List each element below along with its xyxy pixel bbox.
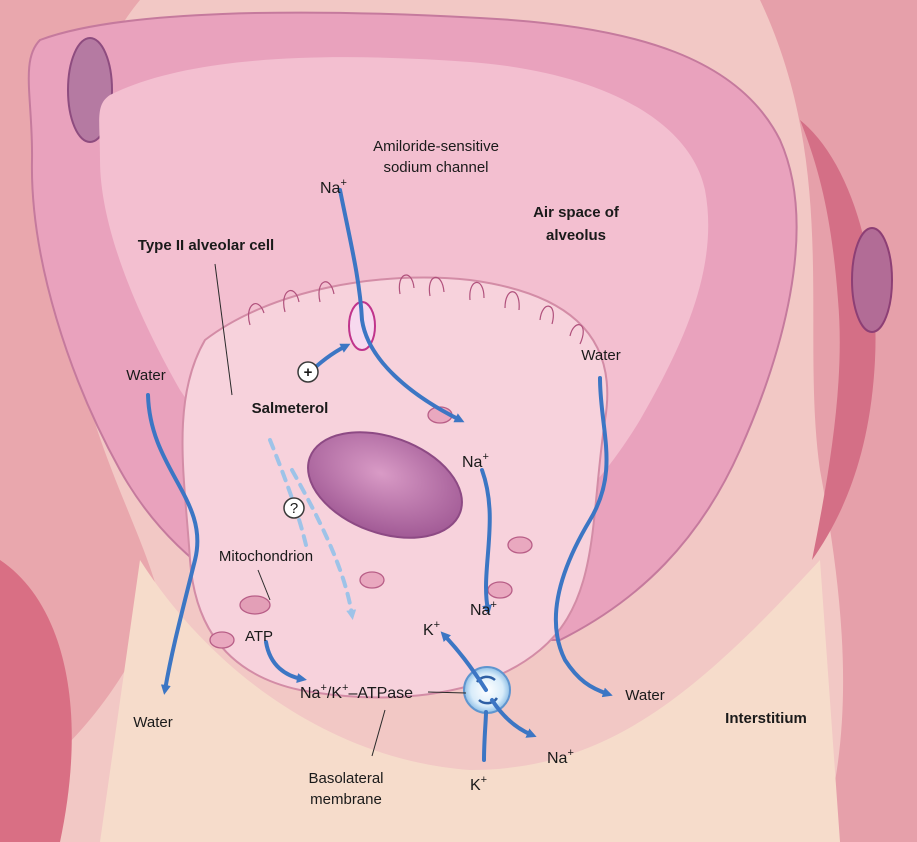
atp-label: ATP	[245, 628, 273, 645]
organelle	[488, 582, 512, 598]
air-space-label-line1: Air space of	[533, 204, 620, 221]
air-space-label-line2: alveolus	[546, 227, 606, 244]
organelle	[508, 537, 532, 553]
interstitium-label: Interstitium	[725, 710, 807, 727]
stimulation-plus-symbol: +	[304, 364, 313, 381]
basolateral-label-line1: Basolateral	[308, 770, 383, 787]
type2-cell-label: Type II alveolar cell	[138, 237, 274, 254]
basolateral-label-line2: membrane	[310, 791, 382, 808]
salmeterol-label: Salmeterol	[252, 400, 329, 417]
water-label-bottom-right: Water	[625, 687, 664, 704]
amiloride-channel-label-line2: sodium channel	[383, 159, 488, 176]
organelle	[210, 632, 234, 648]
water-label-bottom-left: Water	[133, 714, 172, 731]
water-label-left: Water	[126, 367, 165, 384]
right-cell-nucleus	[852, 228, 892, 332]
mitochondrion	[240, 596, 270, 614]
unknown-mechanism-symbol: ?	[290, 500, 298, 517]
mitochondrion-label: Mitochondrion	[219, 548, 313, 565]
amiloride-channel-label-line1: Amiloride-sensitive	[373, 138, 499, 155]
water-label-right: Water	[581, 347, 620, 364]
organelle	[360, 572, 384, 588]
potassium-entry-line	[484, 712, 486, 760]
atpase-label: Na+/K+–ATPase	[300, 682, 413, 702]
